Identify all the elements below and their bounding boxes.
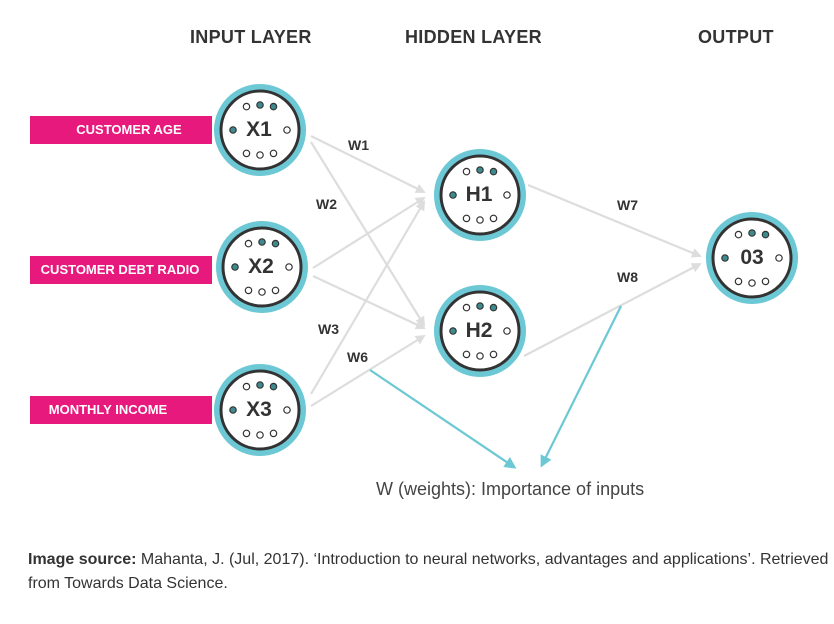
node-dot-icon bbox=[775, 254, 783, 262]
caption-source-text: Mahanta, J. (Jul, 2017). ‘Introduction t… bbox=[28, 551, 829, 592]
node-label-output: 03 bbox=[740, 246, 764, 269]
node-dot-icon bbox=[229, 406, 237, 414]
edge-x2-h1 bbox=[312, 196, 426, 269]
input-bar-customer-age bbox=[30, 116, 212, 144]
node-dot-icon bbox=[269, 382, 278, 391]
weight-label-w1: W1 bbox=[348, 137, 369, 153]
node-x1 bbox=[214, 84, 306, 176]
network-nodes bbox=[214, 84, 798, 456]
node-dot-icon bbox=[734, 277, 743, 286]
node-dot-icon bbox=[242, 382, 251, 391]
input-bar-monthly-income bbox=[30, 396, 212, 424]
node-dot-icon bbox=[283, 406, 291, 414]
node-dot-icon bbox=[503, 191, 511, 199]
node-dot-icon bbox=[256, 101, 264, 109]
edge-x2-h2 bbox=[312, 275, 426, 330]
node-dot-icon bbox=[462, 303, 471, 312]
connections-input-hidden bbox=[310, 135, 426, 407]
node-x3 bbox=[214, 364, 306, 456]
node-dot-icon bbox=[489, 214, 498, 223]
node-dot-icon bbox=[229, 126, 237, 134]
node-dot-icon bbox=[734, 230, 743, 239]
weight-label-w6: W6 bbox=[347, 349, 368, 365]
node-h1 bbox=[434, 149, 526, 241]
node-label-x3: X3 bbox=[246, 398, 272, 421]
node-dot-icon bbox=[269, 149, 278, 158]
input-label-monthly-income: MONTHLY INCOME bbox=[48, 402, 168, 417]
node-body-x3 bbox=[219, 369, 301, 451]
node-dot-icon bbox=[285, 263, 293, 271]
node-dot-icon bbox=[476, 166, 484, 174]
node-dot-icon bbox=[462, 214, 471, 223]
node-dot-icon bbox=[244, 239, 253, 248]
input-label-customer-age: CUSTOMER AGE bbox=[76, 122, 182, 137]
weight-label-w2: W2 bbox=[316, 196, 337, 212]
node-body-o3 bbox=[711, 217, 793, 299]
weight-annotation-pointers bbox=[369, 305, 622, 469]
node-dot-icon bbox=[489, 350, 498, 359]
node-label-h1: H1 bbox=[465, 183, 493, 206]
node-dot-icon bbox=[761, 277, 770, 286]
node-h2 bbox=[434, 285, 526, 377]
node-dot-icon bbox=[761, 230, 770, 239]
hidden-layer-title: HIDDEN LAYER bbox=[405, 27, 542, 47]
node-dot-icon bbox=[244, 286, 253, 295]
node-dot-icon bbox=[258, 288, 266, 296]
input-bar-customer-debt-radio bbox=[30, 256, 212, 284]
weight-label-w7: W7 bbox=[617, 197, 638, 213]
node-body-h1 bbox=[439, 154, 521, 236]
weights-annotation: W (weights): Importance of inputs bbox=[376, 479, 645, 499]
node-dot-icon bbox=[269, 102, 278, 111]
caption-source-label: Image source: bbox=[28, 551, 137, 568]
node-label-h2: H2 bbox=[465, 319, 493, 342]
node-dot-icon bbox=[256, 151, 264, 159]
node-dot-icon bbox=[242, 429, 251, 438]
node-dot-icon bbox=[283, 126, 291, 134]
connections-hidden-output bbox=[523, 183, 702, 357]
node-dot-icon bbox=[242, 102, 251, 111]
node-dot-icon bbox=[242, 149, 251, 158]
weight-label-w8: W8 bbox=[617, 269, 638, 285]
edge-h2-o3 bbox=[523, 263, 702, 357]
node-dot-icon bbox=[256, 431, 264, 439]
node-dot-icon bbox=[476, 302, 484, 310]
node-label-x2: X2 bbox=[248, 255, 274, 278]
node-dot-icon bbox=[503, 327, 511, 335]
node-dot-icon bbox=[271, 239, 280, 248]
image-source-caption: Image source: Mahanta, J. (Jul, 2017). ‘… bbox=[28, 548, 834, 596]
pointer-from-w8 bbox=[540, 305, 622, 468]
input-layer-title: INPUT LAYER bbox=[190, 27, 312, 47]
output-layer-title: OUTPUT bbox=[698, 27, 774, 47]
node-dot-icon bbox=[449, 327, 457, 335]
node-dot-icon bbox=[449, 191, 457, 199]
node-dot-icon bbox=[489, 167, 498, 176]
node-dot-icon bbox=[476, 216, 484, 224]
node-dot-icon bbox=[748, 279, 756, 287]
edge-h1-o3 bbox=[527, 183, 702, 258]
node-o3 bbox=[706, 212, 798, 304]
weight-label-w3: W3 bbox=[318, 321, 339, 337]
node-dot-icon bbox=[489, 303, 498, 312]
node-body-x2 bbox=[221, 226, 303, 308]
node-body-x1 bbox=[219, 89, 301, 171]
node-dot-icon bbox=[231, 263, 239, 271]
node-dot-icon bbox=[271, 286, 280, 295]
node-label-x1: X1 bbox=[246, 118, 272, 141]
node-body-h2 bbox=[439, 290, 521, 372]
node-dot-icon bbox=[256, 381, 264, 389]
node-dot-icon bbox=[462, 167, 471, 176]
node-dot-icon bbox=[462, 350, 471, 359]
edge-x3-h2 bbox=[310, 334, 426, 407]
node-dot-icon bbox=[258, 238, 266, 246]
node-dot-icon bbox=[721, 254, 729, 262]
edge-x1-h1 bbox=[310, 135, 426, 193]
pointer-from-w6 bbox=[369, 369, 517, 469]
node-dot-icon bbox=[476, 352, 484, 360]
node-dot-icon bbox=[748, 229, 756, 237]
node-x2 bbox=[216, 221, 308, 313]
node-dot-icon bbox=[269, 429, 278, 438]
input-label-customer-debt-radio: CUSTOMER DEBT RADIO bbox=[40, 262, 200, 277]
edge-x3-h1 bbox=[310, 200, 426, 395]
